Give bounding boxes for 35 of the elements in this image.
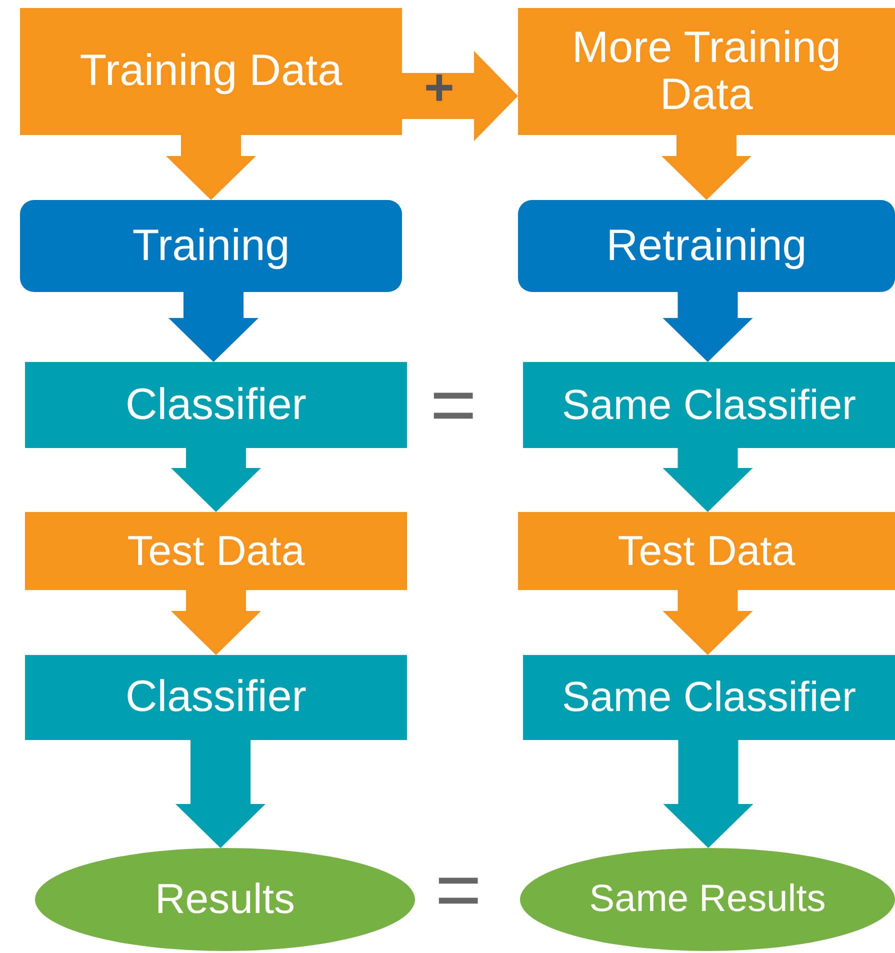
node-label: Test Data [127, 528, 305, 574]
process-box [518, 8, 895, 135]
block-arrow [166, 135, 256, 200]
node-label: Classifier [126, 382, 306, 428]
block-arrow [662, 292, 753, 362]
block-arrow [168, 292, 258, 362]
plus-sign: + [424, 62, 454, 114]
node-label: Results [154, 877, 296, 922]
equals-sign: = [430, 365, 477, 445]
rounded-process-box [518, 200, 895, 292]
block-arrow [402, 51, 518, 141]
process-box [523, 362, 895, 448]
node-label: Training [132, 222, 290, 270]
node-label: Same Classifier [562, 382, 856, 428]
rounded-process-box [20, 200, 402, 292]
node-label: Retraining [606, 222, 807, 270]
equals-sign: = [435, 850, 482, 930]
node-label: Same Classifier [562, 675, 856, 720]
node-label: Training Data [80, 48, 342, 95]
node-label: Test Data [618, 528, 796, 574]
node-label: Same Results [589, 880, 826, 920]
block-arrow [176, 740, 266, 848]
process-box [25, 655, 407, 740]
process-box [20, 8, 402, 135]
block-arrow [663, 740, 754, 848]
process-box [518, 512, 895, 590]
block-arrow [662, 590, 753, 655]
node-label: Classifier [126, 674, 306, 721]
block-arrow [662, 448, 753, 512]
process-box [25, 362, 407, 448]
process-box [523, 655, 895, 740]
block-arrow [171, 448, 261, 512]
node-label: More Training Data [570, 25, 842, 118]
process-box [25, 512, 407, 590]
block-arrow [662, 135, 752, 200]
